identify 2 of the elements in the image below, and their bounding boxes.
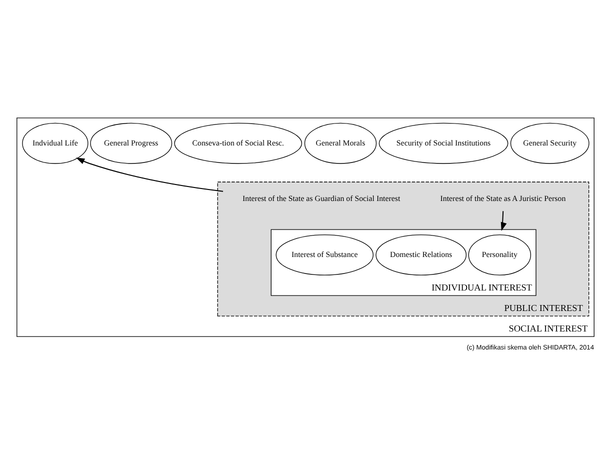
arrow — [500, 210, 507, 231]
arrow — [76, 158, 224, 192]
